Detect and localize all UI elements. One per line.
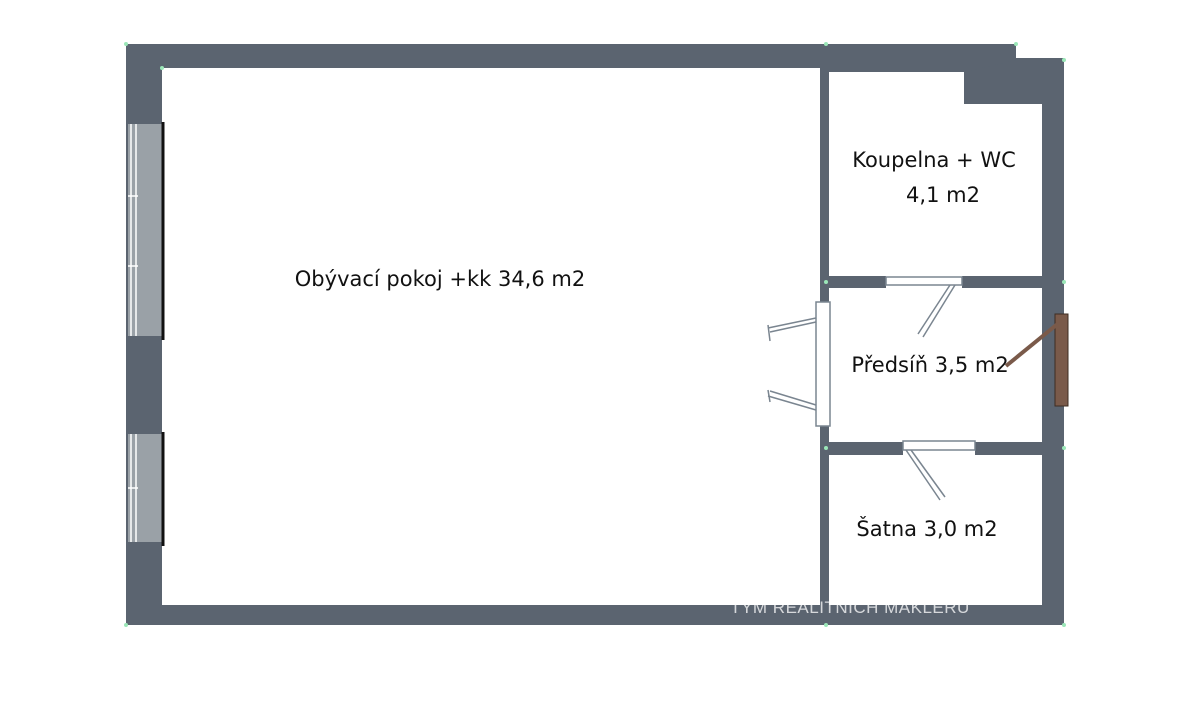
- closet-door: [902, 440, 976, 501]
- entrance-door: [1004, 313, 1069, 407]
- corner-marker: [824, 623, 828, 627]
- corner-marker: [124, 623, 128, 627]
- corner-marker: [824, 446, 828, 450]
- bathroom-area-label: 4,1 m2: [906, 183, 980, 207]
- corner-marker: [160, 66, 164, 70]
- corner-marker: [1062, 280, 1066, 284]
- corner-marker: [824, 42, 828, 46]
- closet-label: Šatna 3,0 m2: [856, 516, 997, 541]
- window-upper: [128, 122, 165, 340]
- hallway-label: Předsíň 3,5 m2: [851, 353, 1008, 377]
- corner-marker: [1062, 446, 1066, 450]
- corner-marker: [1062, 58, 1066, 62]
- window-lower: [128, 432, 165, 546]
- watermark-text: TÝM REALITNÍCH MAKLÉŘŮ: [730, 598, 970, 617]
- living-room-floor: [162, 68, 820, 605]
- closet-floor: [829, 455, 1042, 605]
- bathroom-label: Koupelna + WC: [852, 148, 1016, 172]
- corner-marker: [124, 42, 128, 46]
- bathroom-door: [885, 276, 963, 338]
- bathroom-shaft-corner: [964, 60, 1064, 104]
- bathroom-floor: [829, 72, 1042, 276]
- corner-marker: [1014, 42, 1018, 46]
- corner-marker: [824, 280, 828, 284]
- double-door: [767, 301, 831, 427]
- living-room-label: Obývací pokoj +kk 34,6 m2: [295, 267, 585, 291]
- corner-marker: [1062, 623, 1066, 627]
